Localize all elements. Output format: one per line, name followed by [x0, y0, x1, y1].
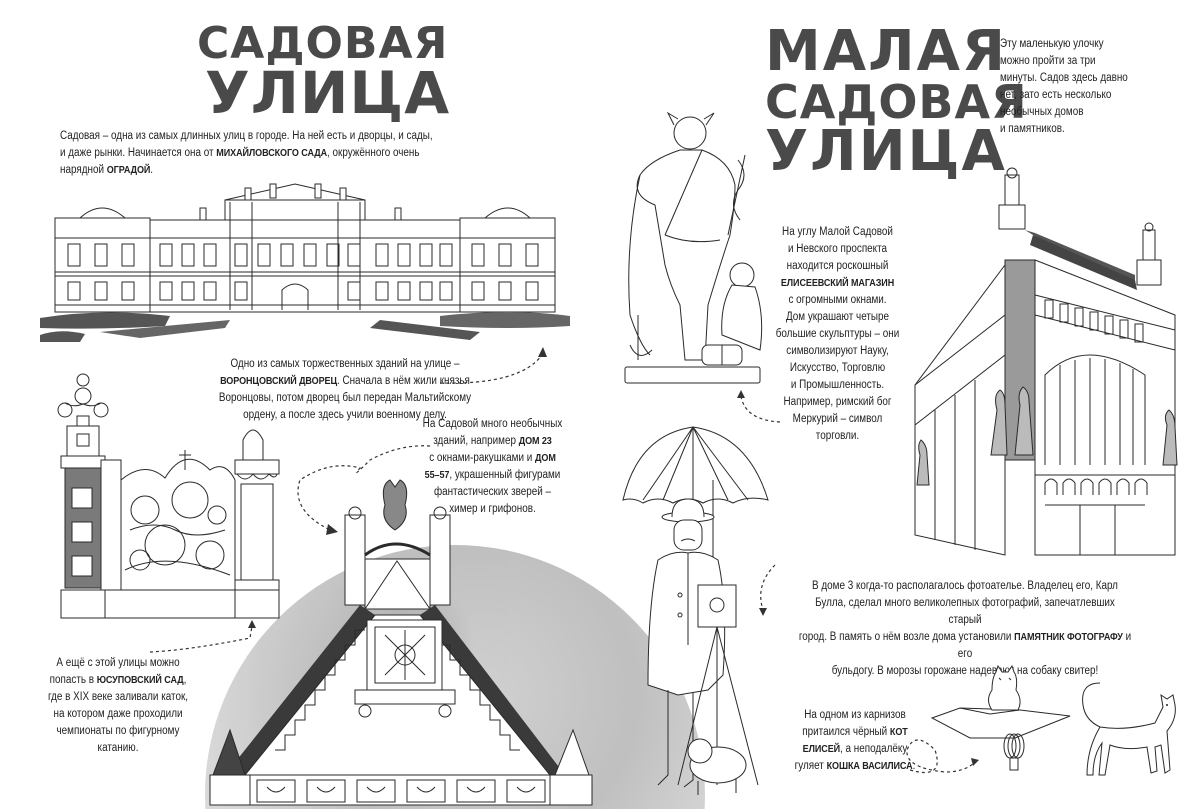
arrow-to-mercury-icon — [737, 390, 781, 423]
house-23-highlight: ДОМ 23 — [518, 435, 552, 447]
intro-period: . — [150, 164, 154, 176]
right-intro-text: Эту маленькую улочку можно пройти за три… — [1000, 36, 1163, 138]
yusupov-line3: где в XIX веке заливали каток, — [47, 691, 189, 703]
eliseev-line6: большие скульптуры – они — [775, 328, 900, 340]
arrow-to-cat-icon — [906, 739, 979, 774]
vorontsov-line1: Одно из самых торжественных зданий на ул… — [230, 358, 460, 370]
house-label-highlight: ДОМ — [535, 452, 556, 464]
unusual-line3: с окнами-ракушками и — [429, 452, 536, 464]
unusual-line2: зданий, например — [433, 435, 519, 447]
vorontsov-palace-illustration — [40, 183, 570, 342]
intro-line1: Садовая – одна из самых длинных улиц в г… — [60, 130, 433, 142]
arrow-to-fence-icon — [149, 620, 256, 653]
arrow-to-photographer-icon — [759, 564, 776, 616]
yusupov-garden-highlight: ЮСУПОВСКИЙ САД — [96, 674, 184, 686]
left-title-line2: улица — [205, 59, 451, 128]
photographer-monument-highlight: ПАМЯТНИК ФОТОГРАФУ — [1014, 631, 1123, 643]
unusual-line5: фантастических зверей – — [433, 486, 552, 498]
photographer-monument-illustration — [622, 426, 769, 795]
eliseev-line9: и Промышленность. — [790, 379, 885, 391]
eliseev-line5: Дом украшают четыре — [785, 311, 890, 323]
left-page-title: Садовая улица — [197, 18, 451, 128]
right-page-title: Малая Садовая улица — [765, 19, 1028, 184]
left-intro-text: Садовая – одна из самых длинных улиц в г… — [60, 128, 542, 179]
house-55-57-highlight: 55–57 — [424, 469, 450, 481]
intro-line2-rest: , окружённого очень — [327, 147, 420, 159]
cat-vasilisa-highlight: КОШКА ВАСИЛИСА — [826, 760, 913, 772]
mikhailovsky-fence-illustration — [57, 373, 280, 619]
cats-period: . — [912, 760, 916, 772]
eliseev-line11: Меркурий – символ — [792, 413, 883, 425]
cats-line3: , а неподалёку — [840, 743, 908, 755]
right-intro-line3: минуты. Садов здесь давно — [1000, 72, 1128, 84]
cat-elisey-highlight-1: КОТ — [889, 726, 908, 738]
mercury-statue-illustration — [624, 111, 763, 384]
unusual-buildings-text: На Садовой много необычных зданий, напри… — [417, 416, 568, 518]
house-55-57-gable-illustration — [209, 479, 593, 806]
right-intro-line1: Эту маленькую улочку — [1000, 38, 1104, 50]
yusupov-line1: А ещё с этой улицы можно — [56, 657, 180, 669]
arrow-to-gable-icon — [297, 445, 431, 535]
intro-line3: нарядной — [60, 164, 107, 176]
vorontsov-line3: Воронцовы, потом дворец был передан Маль… — [218, 392, 472, 404]
right-intro-line6: и памятников. — [1000, 123, 1065, 135]
fence-highlight: ОГРАДОЙ — [106, 164, 151, 176]
cats-line1: На одном из карнизов — [804, 709, 906, 721]
eliseev-store-highlight: ЕЛИСЕЕВСКИЙ МАГАЗИН — [780, 277, 895, 289]
left-title-line1: Садовая — [197, 18, 449, 69]
photographer-line4: бульдогу. В морозы горожане надевают на … — [831, 665, 1099, 677]
eliseev-store-text: На углу Малой Садовой и Невского проспек… — [771, 224, 904, 445]
eliseev-line2: и Невского проспекта — [787, 243, 888, 255]
photographer-line1: В доме 3 когда-то располагалось фотоател… — [812, 580, 1118, 592]
unusual-line4: , украшенный фигурами — [449, 469, 561, 481]
photographer-line2: Булла, сделал много великолепных фотогра… — [815, 597, 1115, 626]
photographer-line3-rest: и его — [957, 631, 1132, 660]
yusupov-line4: на котором даже проходили — [53, 708, 183, 720]
vorontsov-line4: ордену, а после здесь учили военному дел… — [243, 409, 447, 421]
yusupov-garden-text: А ещё с этой улицы можно попасть в ЮСУПО… — [41, 655, 196, 757]
right-title-line2: Садовая — [765, 74, 1028, 129]
right-intro-line2: можно пройти за три — [1000, 55, 1096, 67]
cats-text: На одном из карнизов притаился чёрный КО… — [786, 707, 924, 775]
right-intro-line4: нет, зато есть несколько — [1000, 89, 1112, 101]
yusupov-line5: чемпионаты по фигурному — [56, 725, 180, 737]
right-title-line3: улица — [765, 118, 1007, 184]
vorontsov-palace-highlight: ВОРОНЦОВСКИЙ ДВОРЕЦ — [220, 375, 337, 387]
cat-elisey-highlight-2: ЕЛИСЕЙ — [802, 743, 841, 755]
yusupov-line6: катанию. — [97, 742, 139, 754]
arrow-to-palace-icon — [439, 347, 547, 384]
eliseev-line10: Например, римский бог — [783, 396, 892, 408]
photographer-text: В доме 3 когда-то располагалось фотоател… — [797, 578, 1132, 680]
cat-elisey-illustration — [930, 664, 1071, 771]
photographer-line3: город. В память о нём возле дома установ… — [798, 631, 1015, 643]
cat-vasilisa-illustration — [1082, 682, 1176, 776]
eliseev-line4: с огромными окнами. — [788, 294, 887, 306]
yusupov-line2: попасть в — [49, 674, 97, 686]
unusual-line1: На Садовой много необычных — [422, 418, 563, 430]
right-intro-line5: необычных домов — [1000, 106, 1084, 118]
eliseev-line3: находится роскошный — [786, 260, 889, 272]
eliseev-line7: символизируют Науку, — [786, 345, 889, 357]
eliseev-line12: торговли. — [815, 430, 860, 442]
cats-line4: гуляет — [794, 760, 827, 772]
unusual-line6: химер и грифонов. — [449, 503, 536, 515]
eliseev-store-illustration — [914, 167, 1178, 556]
cats-line2: притаился чёрный — [802, 726, 890, 738]
intro-line2: и даже рынки. Начинается она от — [60, 147, 217, 159]
yusupov-comma: , — [183, 674, 187, 686]
eliseev-line8: Искусство, Торговлю — [789, 362, 886, 374]
right-title-line1: Малая — [765, 19, 1008, 84]
mikhailovsky-garden-highlight: МИХАЙЛОВСКОГО САДА — [216, 147, 328, 159]
vorontsov-palace-text: Одно из самых торжественных зданий на ул… — [169, 356, 522, 424]
eliseev-line1: На углу Малой Садовой — [782, 226, 893, 238]
vorontsov-line2: . Сначала в нём жили князья — [336, 375, 470, 387]
